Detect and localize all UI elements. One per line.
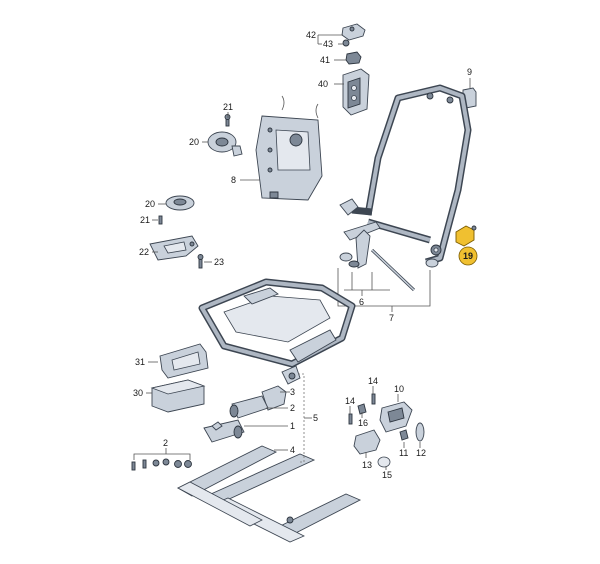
callout-42: 42 <box>306 30 316 40</box>
callout-1: 1 <box>290 421 295 431</box>
part-2-fastener-set[interactable] <box>131 458 192 471</box>
seat-back-frame[interactable] <box>339 84 472 266</box>
callout-10: 10 <box>394 384 404 394</box>
callout-2-lower: 2 <box>163 438 168 448</box>
callout-6: 6 <box>359 297 364 307</box>
part-31-bracket[interactable] <box>159 343 209 379</box>
part-6-recliner-pieces[interactable] <box>339 229 439 269</box>
callout-21-upper: 21 <box>223 102 233 112</box>
callout-11: 11 <box>399 448 408 458</box>
callout-22: 22 <box>139 247 149 257</box>
part-21-bolt-lower[interactable] <box>158 215 163 225</box>
part-13-motor-gear[interactable] <box>353 429 381 455</box>
part-4-seat-rails[interactable] <box>177 445 362 543</box>
part-11-clip[interactable] <box>399 429 409 441</box>
part-43-screw[interactable] <box>342 39 350 47</box>
callout-30: 30 <box>133 388 143 398</box>
callout-9: 9 <box>467 67 472 77</box>
callout-21-lower: 21 <box>140 215 150 225</box>
part-14-screw-lower[interactable] <box>348 413 353 425</box>
part-12-plug[interactable] <box>415 422 425 442</box>
callout-20-upper: 20 <box>189 137 199 147</box>
part-14-screw-upper[interactable] <box>371 393 376 405</box>
callout-31: 31 <box>135 357 145 367</box>
callout-8: 8 <box>231 175 236 185</box>
callout-43: 43 <box>323 39 333 49</box>
part-30-control-module[interactable] <box>150 379 206 413</box>
callout-41: 41 <box>320 55 330 65</box>
part-40-motor-unit[interactable] <box>342 68 370 116</box>
part-23-screw[interactable] <box>197 254 204 269</box>
part-8-backrest-panel[interactable] <box>255 95 323 201</box>
callout-23: 23 <box>214 257 224 267</box>
callout-16: 16 <box>358 418 368 428</box>
callout-2-upper: 2 <box>290 403 295 413</box>
callout-4: 4 <box>290 445 295 455</box>
part-21-bolt-upper[interactable] <box>224 114 231 127</box>
callout-15: 15 <box>382 470 392 480</box>
part-19-actuator[interactable] <box>455 225 477 247</box>
callout-7: 7 <box>389 313 394 323</box>
part-2-motor-upper[interactable] <box>229 395 269 419</box>
callout-19: 19 <box>463 251 473 261</box>
callout-14-lower: 14 <box>345 396 355 406</box>
callout-13: 13 <box>362 460 372 470</box>
part-41-bracket[interactable] <box>345 51 362 65</box>
part-15-ring[interactable] <box>377 456 391 468</box>
part-1-motor[interactable] <box>203 419 245 443</box>
part-22-bracket[interactable] <box>149 235 199 261</box>
callout-5: 5 <box>313 413 318 423</box>
callout-14-upper: 14 <box>368 376 378 386</box>
part-20-pump-lower[interactable] <box>165 195 195 211</box>
callout-40: 40 <box>318 79 328 89</box>
callout-3: 3 <box>290 387 295 397</box>
part-20-pump-upper[interactable] <box>207 131 243 157</box>
callout-12: 12 <box>416 448 426 458</box>
callout-20-lower: 20 <box>145 199 155 209</box>
part-16-clip[interactable] <box>357 403 367 415</box>
seat-pan-frame[interactable] <box>198 278 356 385</box>
part-10-connector[interactable] <box>379 401 413 433</box>
callout-19-marker[interactable] <box>458 246 478 266</box>
part-42-clip[interactable] <box>341 23 366 41</box>
